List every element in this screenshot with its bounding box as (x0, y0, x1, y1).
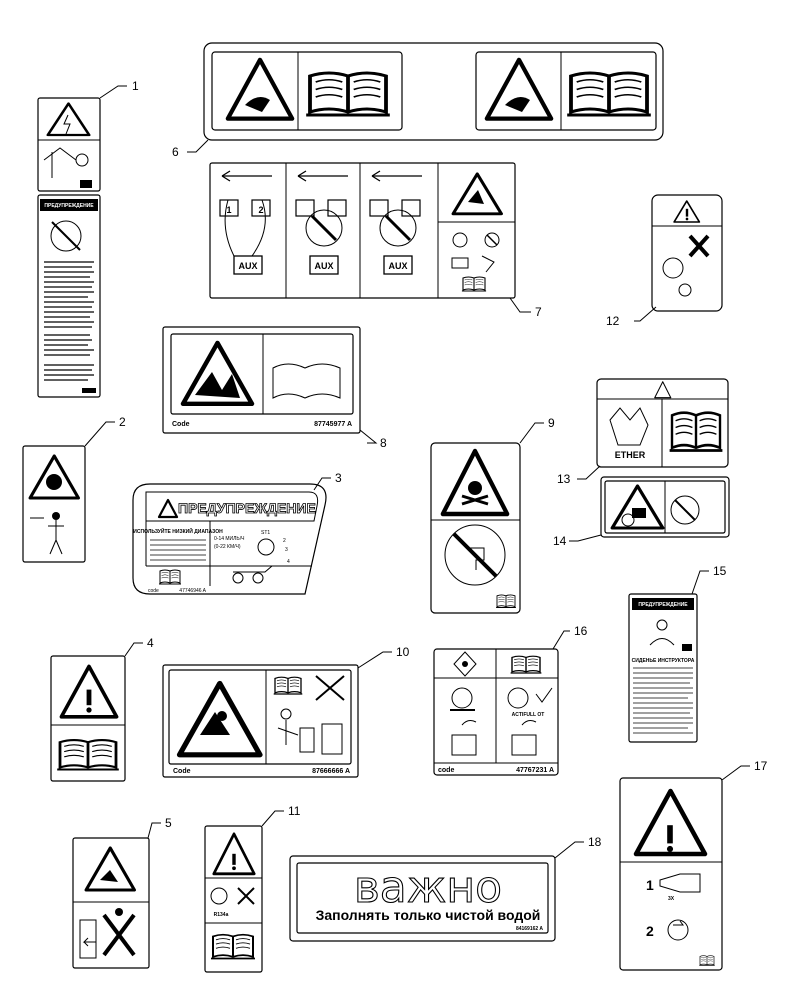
decal-8-part: 87745977 A (314, 421, 352, 428)
decal-16-part: 47767231 A (516, 767, 554, 774)
decal-11: R134a (204, 825, 263, 973)
decal-17-step2: 2 (646, 923, 654, 939)
decal-18-part: 84169162 A (516, 926, 543, 932)
callout-4: 4 (147, 636, 154, 650)
callout-8: 8 (380, 436, 387, 450)
decal-8: Code 87745977 A (162, 326, 361, 434)
callout-numbers: 1 2 3 4 5 6 7 8 9 10 11 12 13 14 15 16 1… (119, 79, 768, 849)
decal-3-speed1: 0-14 МИЛЬ/Ч (214, 536, 244, 542)
decal-7-n2a: 2 (258, 205, 263, 215)
callout-18: 18 (588, 835, 602, 849)
callout-5: 5 (165, 816, 172, 830)
callout-14: 14 (553, 534, 567, 548)
decal-16-code: code (438, 767, 454, 774)
decal-3-code: code (148, 588, 159, 594)
callout-16: 16 (574, 624, 588, 638)
decal-4 (50, 655, 126, 782)
callout-11: 11 (288, 804, 301, 818)
callout-17: 17 (754, 759, 768, 773)
decal-10-part: 87666666 A (312, 768, 350, 775)
decal-11-refrigerant: R134a (214, 912, 229, 918)
decal-17-times: 3X (668, 896, 675, 902)
decal-18-text: Заполнять только чистой водой (316, 907, 541, 923)
decal-2 (22, 445, 86, 563)
decal-16-fluid: ACTIFULL OT (512, 712, 545, 718)
callout-9: 9 (548, 416, 555, 430)
callout-2: 2 (119, 415, 126, 429)
callout-1: 1 (132, 79, 139, 93)
decal-7-aux-3: AUX (388, 261, 407, 271)
decal-5 (72, 837, 150, 969)
decal-3-speed2: (0-22 КМ/Ч) (214, 544, 241, 550)
decal-7-aux-2: AUX (314, 261, 333, 271)
decal-13-ether: ETHER (615, 450, 646, 460)
decal-10: Code 87666666 A (162, 664, 359, 778)
callout-leaders (84, 85, 750, 859)
decal-7: AUX 1 2 AUX AUX (209, 162, 516, 299)
callout-15: 15 (713, 564, 727, 578)
callout-10: 10 (396, 645, 410, 659)
decal-3-gear-2: 2 (283, 538, 286, 544)
decal-14 (600, 476, 730, 538)
decal-7-aux-1: AUX (238, 261, 257, 271)
decal-3-gear-label: ST1 (261, 530, 270, 536)
decal-18-title: важно (354, 862, 502, 913)
decal-3: ПРЕДУПРЕЖДЕНИЕ ИСПОЛЬЗУЙТЕ НИЗКИЙ ДИАПАЗ… (132, 483, 327, 595)
decal-3-text: ИСПОЛЬЗУЙТЕ НИЗКИЙ ДИАПАЗОН (133, 527, 223, 535)
decal-7-n1a: 1 (226, 205, 231, 215)
decal-13: ETHER (596, 378, 729, 468)
decal-1: ПРЕДУПРЕЖДЕНИЕ (37, 97, 101, 398)
decal-3-part: 47746946 A (179, 588, 206, 594)
decal-3-heading: ПРЕДУПРЕЖДЕНИЕ (178, 500, 316, 516)
decal-6 (203, 42, 664, 141)
decal-3-gear-4: 4 (287, 559, 290, 565)
callout-3: 3 (335, 471, 342, 485)
callout-13: 13 (557, 472, 571, 486)
decal-15-heading: ПРЕДУПРЕЖДЕНИЕ (638, 602, 688, 608)
decal-15-subheading: СИДЕНЬЕ ИНСТРУКТОРА (632, 658, 695, 664)
decal-16: ACTIFULL OT code 47767231 A (433, 648, 559, 776)
decal-10-code: Code (173, 768, 191, 775)
decal-18: важно Заполнять только чистой водой 8416… (289, 855, 556, 942)
decal-17-step1: 1 (646, 877, 654, 893)
decal-12 (651, 194, 723, 312)
callout-12: 12 (606, 314, 620, 328)
decal-17: 1 3X 2 (619, 777, 723, 971)
decal-9 (430, 442, 521, 614)
decal-1-heading: ПРЕДУПРЕЖДЕНИЕ (44, 203, 94, 209)
callout-7: 7 (535, 305, 542, 319)
callout-6: 6 (172, 145, 179, 159)
decal-15: ПРЕДУПРЕЖДЕНИЕ СИДЕНЬЕ ИНСТРУКТОРА (628, 593, 698, 743)
decal-3-gear-3: 3 (285, 547, 288, 553)
decal-8-code: Code (172, 421, 190, 428)
